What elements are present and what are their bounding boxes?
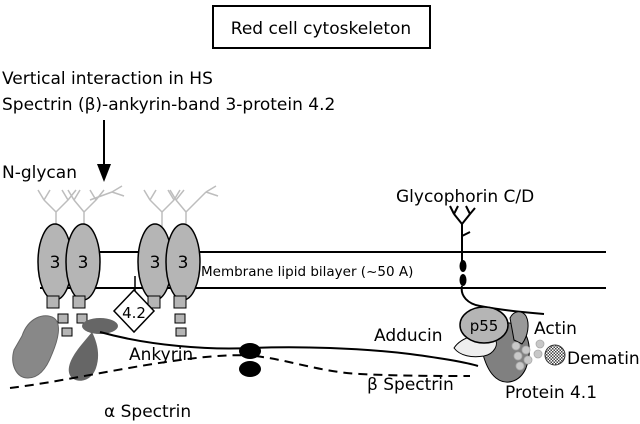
annotation-line-1: Vertical interaction in HS xyxy=(2,69,213,89)
band3-dimer-right: 3 3 xyxy=(134,223,201,337)
vertical-interaction-arrow xyxy=(97,120,111,182)
title-box: Red cell cytoskeleton xyxy=(212,5,431,49)
actin-label: Actin xyxy=(534,319,577,339)
band3-dimer-left: 3 3 xyxy=(37,223,101,337)
protein-4-1-arm xyxy=(509,311,529,345)
alpha-spectrin-label: α Spectrin xyxy=(104,402,191,422)
p55-label: p55 xyxy=(470,317,499,335)
anchor-blob xyxy=(12,315,59,379)
beta-spectrin-label: β Spectrin xyxy=(367,375,454,395)
protein-4-2: 4.2 xyxy=(112,288,156,334)
band3-label: 3 xyxy=(50,253,61,273)
spectrin-chains xyxy=(9,331,479,389)
band3-label: 3 xyxy=(178,253,189,273)
annotation-line-2: Spectrin (β)-ankyrin-band 3-protein 4.2 xyxy=(2,95,335,115)
band3-label: 3 xyxy=(150,253,161,273)
protein41-label: Protein 4.1 xyxy=(505,383,597,403)
ankyrin xyxy=(68,318,118,381)
dematin-label: Dematin xyxy=(567,349,640,369)
n-glycan-label: N-glycan xyxy=(2,163,77,183)
band3-label: 3 xyxy=(78,253,89,273)
glycophorin-c-d xyxy=(449,205,545,315)
glycophorin-label: Glycophorin C/D xyxy=(396,187,534,207)
actin-filament xyxy=(511,339,545,371)
n-glycan-trees xyxy=(37,185,219,228)
protein42-label: 4.2 xyxy=(122,304,146,322)
dematin xyxy=(544,344,566,366)
adducin-label: Adducin xyxy=(374,326,443,346)
title-text: Red cell cytoskeleton xyxy=(231,19,411,39)
p55: p55 xyxy=(459,306,509,344)
bilayer-label: Membrane lipid bilayer (~50 A) xyxy=(201,264,413,280)
